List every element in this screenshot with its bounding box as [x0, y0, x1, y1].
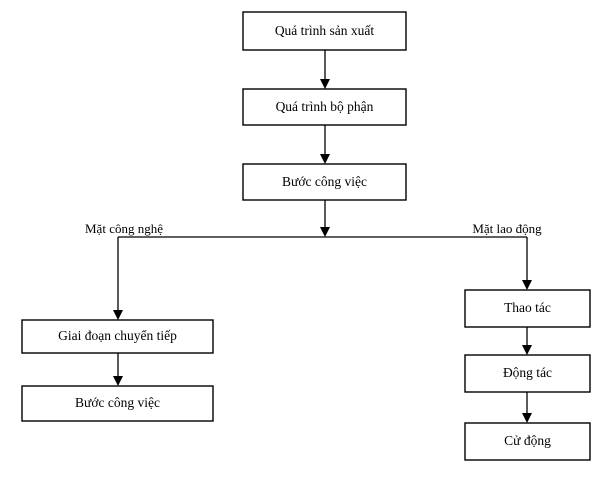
arrow-down-icon: [320, 154, 330, 164]
arrow-down-icon: [522, 413, 532, 423]
node-work-step-label: Bước công việc: [282, 174, 367, 189]
node-motion-label: Động tác: [503, 365, 552, 380]
branch-label-right: Mặt lao động: [472, 221, 542, 236]
node-operation[interactable]: Thao tác: [464, 289, 591, 328]
arrow-down-icon: [320, 79, 330, 89]
node-movement[interactable]: Cử động: [464, 422, 591, 461]
connector-workstep-to-bus: [320, 200, 330, 237]
node-motion[interactable]: Động tác: [464, 354, 591, 393]
node-motion-box: [464, 354, 591, 393]
node-transition-stage[interactable]: Giai đoạn chuyển tiếp: [21, 319, 214, 354]
connector-transition-to-workstep-left: [113, 353, 123, 386]
node-work-step-left-box: [21, 385, 214, 422]
node-work-step-left-label: Bước công việc: [75, 395, 160, 410]
node-production-process-box: [242, 11, 407, 51]
node-work-step-box: [242, 163, 407, 201]
arrow-down-icon: [113, 376, 123, 386]
node-transition-stage-box: [21, 319, 214, 354]
node-operation-label: Thao tác: [504, 300, 551, 315]
node-movement-label: Cử động: [504, 433, 551, 448]
node-production-process-label: Quá trình sản xuất: [275, 23, 375, 38]
connector-motion-to-movement: [522, 392, 532, 423]
arrow-down-icon: [522, 280, 532, 290]
node-operation-box: [464, 289, 591, 328]
node-transition-stage-label: Giai đoạn chuyển tiếp: [58, 328, 177, 343]
node-work-step-left[interactable]: Bước công việc: [21, 385, 214, 422]
connector-bus-to-transition-stage: [113, 237, 123, 320]
branch-label-left: Mặt công nghệ: [85, 221, 163, 236]
arrow-down-icon: [522, 345, 532, 355]
connector-operation-to-motion: [522, 327, 532, 355]
connector-partial-to-workstep: [320, 125, 330, 164]
node-partial-process-label: Quá trình bộ phận: [276, 99, 374, 114]
connector-production-to-partial: [320, 50, 330, 89]
arrow-down-icon: [113, 310, 123, 320]
node-partial-process[interactable]: Quá trình bộ phận: [242, 88, 407, 126]
connector-bus-to-operation: [522, 237, 532, 290]
node-movement-box: [464, 422, 591, 461]
node-partial-process-box: [242, 88, 407, 126]
node-production-process[interactable]: Quá trình sản xuất: [242, 11, 407, 51]
arrow-down-icon: [320, 227, 330, 237]
node-work-step[interactable]: Bước công việc: [242, 163, 407, 201]
